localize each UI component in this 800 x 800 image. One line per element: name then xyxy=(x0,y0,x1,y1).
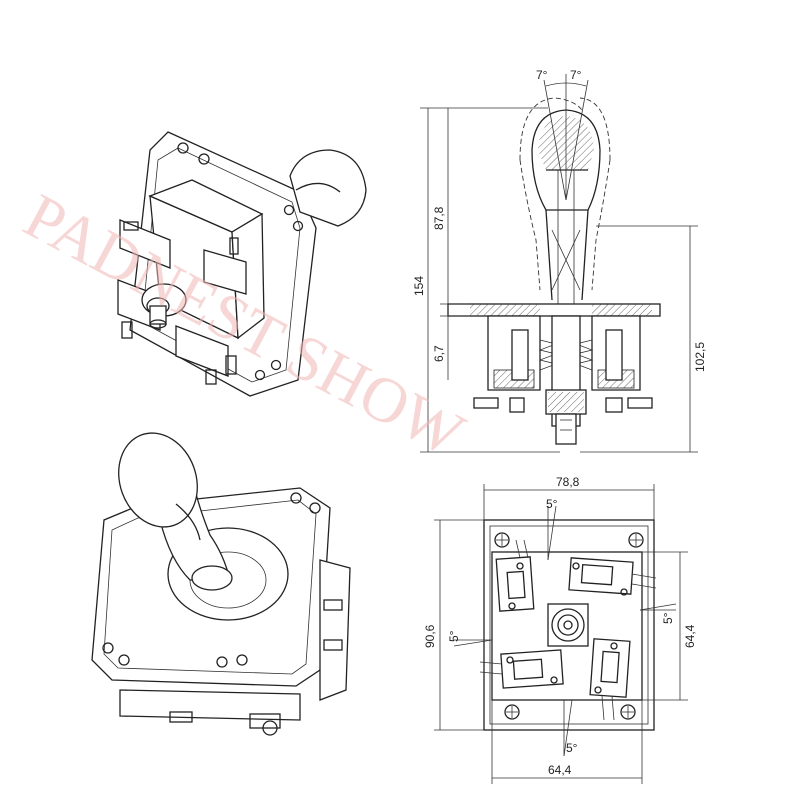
dim-height-total: 154 xyxy=(412,276,426,296)
dim-height-right: 64,4 xyxy=(683,624,697,648)
dim-width-bottom: 64,4 xyxy=(548,763,572,777)
dim-angle-left-side: 5° xyxy=(447,630,461,642)
side-section-view xyxy=(420,74,698,453)
dim-height-side: 102,5 xyxy=(693,342,707,372)
dim-height-left: 90,6 xyxy=(423,624,437,648)
dim-angle-right: 7° xyxy=(570,68,582,82)
dim-width-top: 78,8 xyxy=(556,475,580,489)
top-view xyxy=(434,484,688,784)
dim-angle-top: 5° xyxy=(546,497,558,511)
iso-view-bottom xyxy=(117,131,367,397)
dim-angle-right-side: 5° xyxy=(661,612,675,624)
dim-angle-left: 7° xyxy=(536,68,548,82)
iso-view-top xyxy=(91,432,351,736)
dim-height-upper: 87,8 xyxy=(432,206,446,230)
dim-height-lower: 6,7 xyxy=(432,345,446,362)
dim-angle-bottom: 5° xyxy=(566,741,578,755)
